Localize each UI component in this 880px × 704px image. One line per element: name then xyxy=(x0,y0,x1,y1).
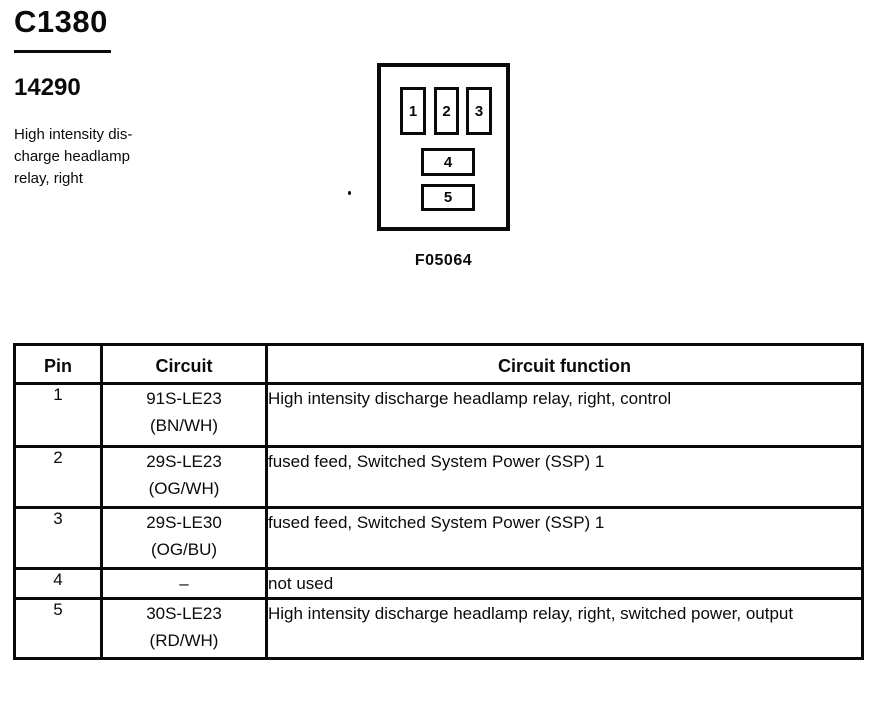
circuit-function: fused feed, Switched System Power (SSP) … xyxy=(265,506,864,570)
scan-artifact-dot xyxy=(348,191,351,195)
connector-diagram: 1 2 3 4 5 xyxy=(377,63,510,231)
pin-number: 5 xyxy=(13,597,103,660)
pin-slot-label: 4 xyxy=(443,153,453,171)
part-number: 14290 xyxy=(14,74,81,101)
circuit-function: High intensity discharge headlamp relay,… xyxy=(265,597,864,660)
circuit-cell: 30S-LE23 (RD/WH) xyxy=(100,597,268,660)
circuit-color: (OG/WH) xyxy=(148,479,220,498)
circuit-code: 91S-LE23 xyxy=(146,389,222,408)
circuit-cell: 29S-LE23 (OG/WH) xyxy=(100,445,268,509)
description-line: relay, right xyxy=(14,170,83,187)
column-header-pin: Pin xyxy=(13,343,103,385)
connector-pin-slot-3: 3 xyxy=(466,87,492,135)
figure-caption: F05064 xyxy=(414,252,473,269)
pin-number: 2 xyxy=(13,445,103,509)
description-line: High intensity dis- xyxy=(14,126,133,143)
circuit-code: 29S-LE30 xyxy=(146,513,222,532)
circuit-cell: 91S-LE23 (BN/WH) xyxy=(100,382,268,448)
connector-pin-slot-5: 5 xyxy=(421,184,475,211)
table-row: 4 – not used xyxy=(13,567,864,600)
pin-number: 4 xyxy=(13,567,103,600)
circuit-function: High intensity discharge headlamp relay,… xyxy=(265,382,864,448)
circuit-color: (OG/BU) xyxy=(150,540,218,559)
pin-number: 3 xyxy=(13,506,103,570)
column-header-circuit-function: Circuit function xyxy=(265,343,864,385)
pin-slot-label: 3 xyxy=(474,102,484,120)
circuit-function: fused feed, Switched System Power (SSP) … xyxy=(265,445,864,509)
table-header-row: Pin Circuit Circuit function xyxy=(13,343,864,385)
circuit-function: not used xyxy=(265,567,864,600)
connector-pin-slot-4: 4 xyxy=(421,148,475,176)
pinout-table: Pin Circuit Circuit function 1 91S-LE23 … xyxy=(13,343,864,660)
circuit-color: (BN/WH) xyxy=(150,416,218,435)
connector-id-title: C1380 xyxy=(14,4,108,39)
pin-slot-label: 1 xyxy=(408,102,418,120)
description-line: charge headlamp xyxy=(14,148,130,165)
column-header-circuit: Circuit xyxy=(100,343,268,385)
circuit-code: – xyxy=(179,574,189,593)
connector-pin-slot-1: 1 xyxy=(400,87,426,135)
connector-pin-slot-2: 2 xyxy=(434,87,459,135)
title-underline xyxy=(14,50,111,53)
circuit-code: 30S-LE23 xyxy=(146,604,222,623)
pin-number: 1 xyxy=(13,382,103,448)
circuit-cell: 29S-LE30 (OG/BU) xyxy=(100,506,268,570)
table-row: 3 29S-LE30 (OG/BU) fused feed, Switched … xyxy=(13,506,864,570)
table-row: 2 29S-LE23 (OG/WH) fused feed, Switched … xyxy=(13,445,864,509)
table-row: 5 30S-LE23 (RD/WH) High intensity discha… xyxy=(13,597,864,660)
table-row: 1 91S-LE23 (BN/WH) High intensity discha… xyxy=(13,382,864,448)
circuit-code: 29S-LE23 xyxy=(146,452,222,471)
pin-slot-label: 5 xyxy=(443,189,453,206)
circuit-color: (RD/WH) xyxy=(149,631,219,650)
pin-slot-label: 2 xyxy=(442,102,451,120)
circuit-cell: – xyxy=(100,567,268,600)
connector-description: High intensity dis- charge headlamp rela… xyxy=(14,124,204,190)
